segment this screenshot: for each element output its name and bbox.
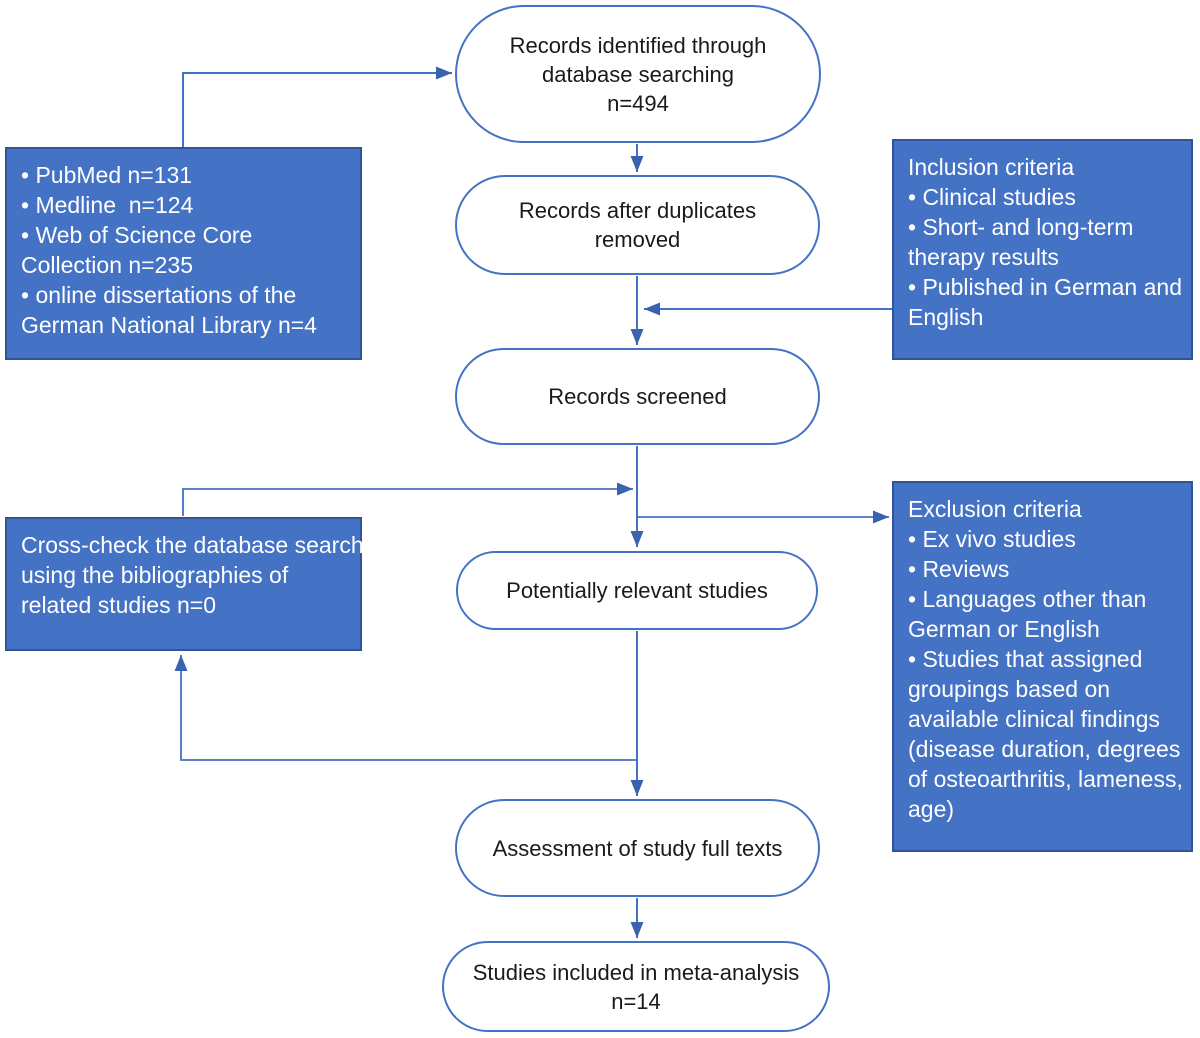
panel-line: of osteoarthritis, lameness, xyxy=(908,766,1183,792)
panel-line: Collection n=235 xyxy=(21,252,193,278)
panel-line: English xyxy=(908,304,984,330)
node-count: n=494 xyxy=(607,90,669,116)
panel-line: German or English xyxy=(908,616,1100,642)
node-potentially-relevant-studies: Potentially relevant studies xyxy=(456,551,818,630)
panel-line: therapy results xyxy=(908,244,1059,270)
panel-line: • Medline n=124 xyxy=(21,192,194,218)
node-line: Studies included in meta-analysis xyxy=(472,959,800,985)
node-records-after-duplicates: Records after duplicates removed xyxy=(455,175,820,275)
panel-inclusion-criteria: Inclusion criteria • Clinical studies • … xyxy=(892,139,1193,360)
connector-databases-to-identified xyxy=(182,66,452,147)
panel-heading: Inclusion criteria xyxy=(908,154,1075,180)
panel-line: • PubMed n=131 xyxy=(21,162,193,188)
panel-line: using the bibliographies of xyxy=(21,562,289,588)
node-records-screened: Records screened xyxy=(455,348,820,445)
node-line: database searching xyxy=(541,61,735,87)
connector-crosscheck-to-mainline xyxy=(182,482,633,516)
panel-line: Cross-check the database search xyxy=(21,532,364,558)
panel-line: • Studies that assigned xyxy=(908,646,1143,672)
panel-exclusion-criteria: Exclusion criteria • Ex vivo studies • R… xyxy=(892,481,1193,852)
panel-line: related studies n=0 xyxy=(21,592,216,618)
panel-line: (disease duration, degrees xyxy=(908,736,1181,762)
node-line: Potentially relevant studies xyxy=(506,578,768,603)
panel-line: • Ex vivo studies xyxy=(908,526,1076,552)
panel-line: • Published in German and xyxy=(908,274,1182,300)
panel-cross-check: Cross-check the database search using th… xyxy=(5,517,364,651)
panel-line: • online dissertations of the xyxy=(21,282,297,308)
node-records-identified: Records identified through database sear… xyxy=(455,5,821,143)
panel-database-sources: • PubMed n=131 • Medline n=124 • Web of … xyxy=(5,147,362,360)
panel-line: • Clinical studies xyxy=(908,184,1076,210)
panel-line: age) xyxy=(908,796,955,822)
panel-line: • Reviews xyxy=(908,556,1010,582)
panel-line: • Short- and long-term xyxy=(908,214,1134,240)
node-line: Records screened xyxy=(548,384,727,409)
connector-mainline-to-crosscheck xyxy=(174,655,637,761)
panel-line: groupings based on xyxy=(908,676,1111,702)
node-line: Records identified through xyxy=(509,32,767,58)
panel-line: available clinical findings xyxy=(908,706,1160,732)
node-full-text-assessment: Assessment of study full texts xyxy=(455,799,820,897)
node-studies-included: Studies included in meta-analysis n=14 xyxy=(442,941,830,1032)
panel-line: • Languages other than xyxy=(908,586,1147,612)
node-count: n=14 xyxy=(611,988,661,1014)
panel-line: German National Library n=4 xyxy=(21,312,317,338)
panel-heading: Exclusion criteria xyxy=(908,496,1082,522)
node-line: removed xyxy=(594,227,681,252)
node-line: Records after duplicates xyxy=(518,198,757,223)
panel-line: • Web of Science Core xyxy=(21,222,253,248)
node-line: Assessment of study full texts xyxy=(492,835,783,861)
